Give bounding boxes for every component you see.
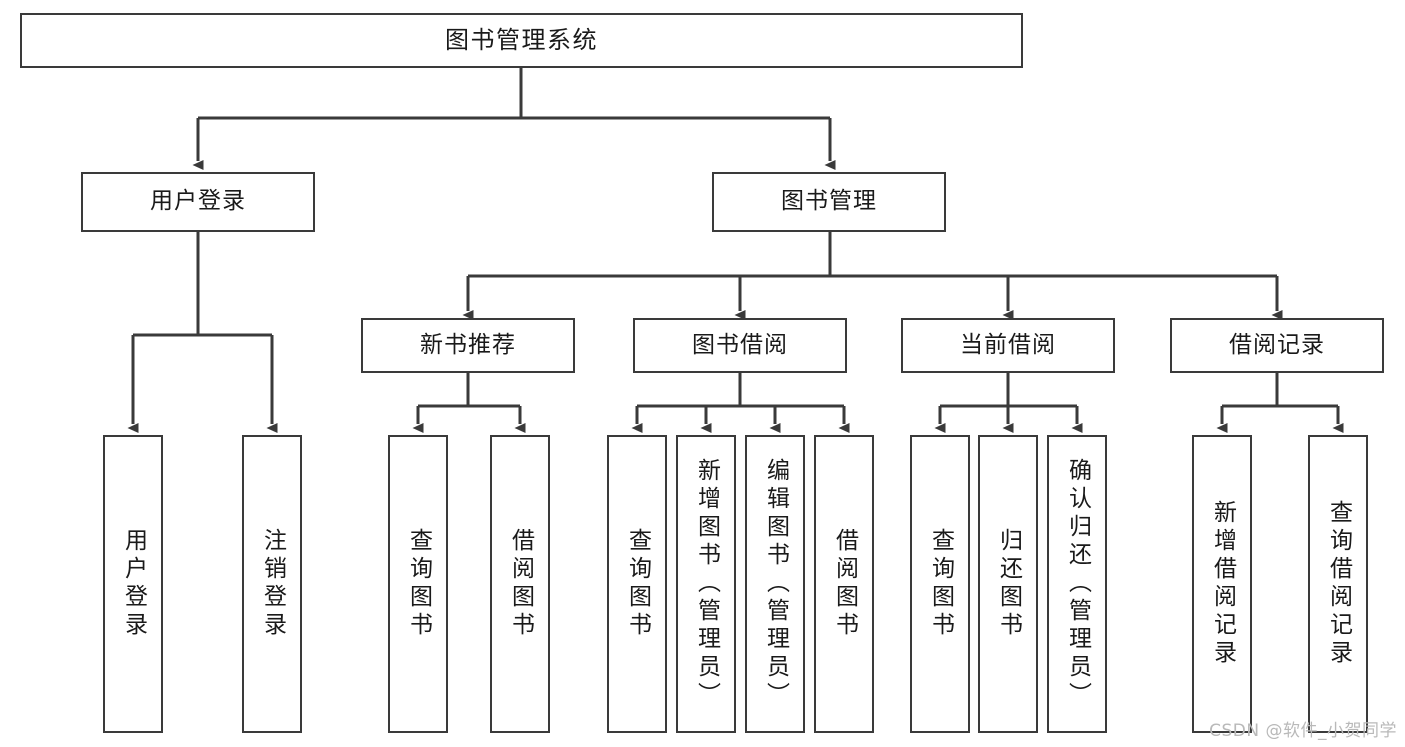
node-leaf-query-book-3[interactable]: 查询图书 xyxy=(910,435,970,733)
node-leaf-borrow-book-2-label: 借阅图书 xyxy=(831,528,858,640)
node-leaf-query-book-3-label: 查询图书 xyxy=(927,528,954,640)
node-new-book-recommend[interactable]: 新书推荐 xyxy=(361,318,575,373)
node-leaf-edit-book-label: 编辑图书（管理员） xyxy=(762,458,789,710)
node-root[interactable]: 图书管理系统 xyxy=(20,13,1023,68)
node-user-login-label: 用户登录 xyxy=(150,188,246,215)
node-root-label: 图书管理系统 xyxy=(445,26,598,55)
node-leaf-logout-label: 注销登录 xyxy=(259,528,286,640)
node-leaf-return-book-label: 归还图书 xyxy=(995,528,1022,640)
node-leaf-add-record[interactable]: 新增借阅记录 xyxy=(1192,435,1252,733)
node-leaf-confirm-return[interactable]: 确认归还（管理员） xyxy=(1047,435,1107,733)
node-new-book-recommend-label: 新书推荐 xyxy=(420,331,516,358)
node-leaf-return-book[interactable]: 归还图书 xyxy=(978,435,1038,733)
node-borrow-record[interactable]: 借阅记录 xyxy=(1170,318,1384,373)
node-leaf-add-book-label: 新增图书（管理员） xyxy=(693,458,720,710)
node-book-manage-label: 图书管理 xyxy=(781,188,877,215)
node-leaf-query-book-2[interactable]: 查询图书 xyxy=(607,435,667,733)
node-leaf-query-book-1[interactable]: 查询图书 xyxy=(388,435,448,733)
node-leaf-query-record-label: 查询借阅记录 xyxy=(1325,500,1352,668)
node-book-borrow[interactable]: 图书借阅 xyxy=(633,318,847,373)
node-current-borrow-label: 当前借阅 xyxy=(960,331,1056,358)
csdn-watermark: CSDN @软件_小贺同学 xyxy=(1209,721,1397,741)
node-leaf-confirm-return-label: 确认归还（管理员） xyxy=(1064,458,1091,710)
node-leaf-query-book-2-label: 查询图书 xyxy=(624,528,651,640)
node-leaf-user-login[interactable]: 用户登录 xyxy=(103,435,163,733)
node-book-manage[interactable]: 图书管理 xyxy=(712,172,946,232)
node-current-borrow[interactable]: 当前借阅 xyxy=(901,318,1115,373)
node-leaf-borrow-book-1-label: 借阅图书 xyxy=(507,528,534,640)
node-leaf-borrow-book-2[interactable]: 借阅图书 xyxy=(814,435,874,733)
node-leaf-query-record[interactable]: 查询借阅记录 xyxy=(1308,435,1368,733)
node-leaf-borrow-book-1[interactable]: 借阅图书 xyxy=(490,435,550,733)
node-leaf-user-login-label: 用户登录 xyxy=(120,528,147,640)
node-leaf-edit-book[interactable]: 编辑图书（管理员） xyxy=(745,435,805,733)
node-leaf-query-book-1-label: 查询图书 xyxy=(405,528,432,640)
node-leaf-add-book[interactable]: 新增图书（管理员） xyxy=(676,435,736,733)
node-leaf-logout[interactable]: 注销登录 xyxy=(242,435,302,733)
node-book-borrow-label: 图书借阅 xyxy=(692,331,788,358)
node-user-login[interactable]: 用户登录 xyxy=(81,172,315,232)
node-leaf-add-record-label: 新增借阅记录 xyxy=(1209,500,1236,668)
node-borrow-record-label: 借阅记录 xyxy=(1229,331,1325,358)
